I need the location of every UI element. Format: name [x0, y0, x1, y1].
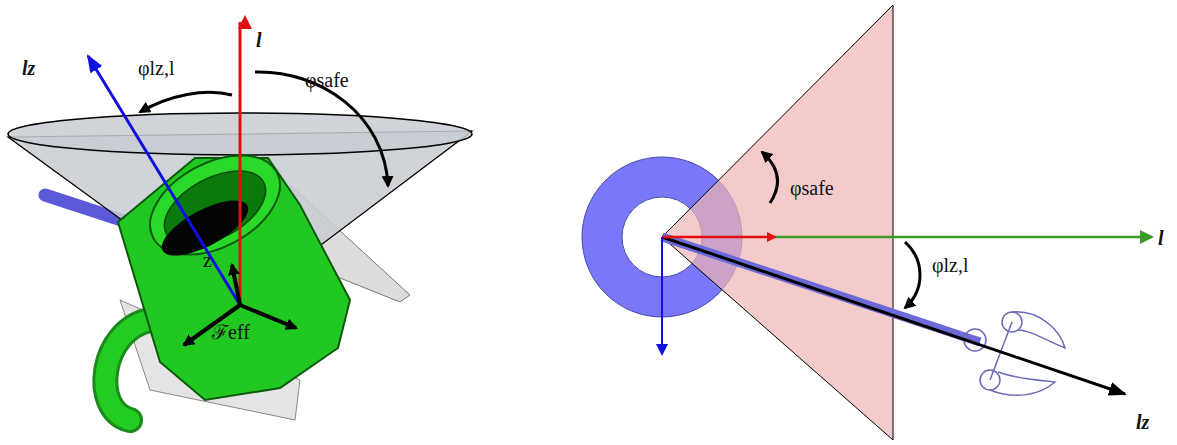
math-label: l	[1158, 228, 1164, 248]
math-label: lz	[22, 58, 35, 78]
math-label: φsafe	[305, 70, 349, 90]
math-label: l	[256, 30, 262, 50]
math-label: φlz,l	[932, 255, 969, 275]
math-label: ℱeff	[212, 322, 250, 342]
math-label: z	[203, 250, 212, 270]
math-label: lz	[1136, 412, 1149, 432]
math-label: φsafe	[790, 178, 834, 198]
math-label: φlz,l	[138, 58, 175, 78]
